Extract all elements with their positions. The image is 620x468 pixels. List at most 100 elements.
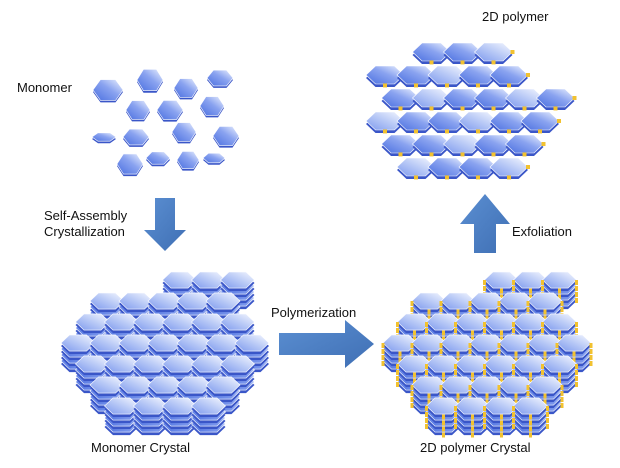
stack-layer — [440, 292, 476, 313]
crystal-stack — [512, 397, 549, 438]
crystal-stack — [162, 397, 197, 436]
crystal-stack — [483, 397, 520, 438]
stack-layer — [104, 355, 139, 376]
monomer-hexagon — [202, 152, 226, 165]
linker-node — [538, 129, 542, 134]
linker-node — [491, 152, 496, 157]
linker-node — [445, 83, 449, 88]
stack-layer — [118, 292, 154, 313]
polymer-hexagon — [365, 111, 405, 133]
stack-layer — [75, 355, 110, 376]
linker-node — [429, 60, 434, 65]
polymer-hexagon — [474, 88, 513, 110]
linker-node — [491, 60, 496, 65]
linker-node — [398, 152, 403, 157]
polymer-hexagon — [489, 111, 529, 133]
stack-layer — [191, 397, 226, 418]
stack-layer — [133, 313, 168, 334]
linker-node — [510, 50, 515, 54]
stack-layer — [191, 313, 226, 334]
stack-layer — [147, 376, 183, 397]
polymer-hexagon — [396, 65, 436, 87]
stack-layer — [205, 376, 241, 397]
polymer-hexagon — [489, 157, 529, 179]
linker-node — [429, 106, 434, 111]
polymer-hexagon — [505, 88, 544, 110]
linker-node — [507, 83, 511, 88]
monomer-crystal-label: Monomer Crystal — [91, 440, 190, 455]
linker-node — [445, 175, 449, 180]
linker-node — [414, 175, 418, 180]
stack-layer — [162, 313, 197, 334]
stack-layer — [104, 397, 139, 418]
stack-layer — [104, 313, 139, 334]
stack-layer — [205, 292, 241, 313]
polymer-hexagon — [412, 42, 451, 64]
polymer-hexagon — [458, 157, 498, 179]
stack-layer — [426, 355, 461, 376]
monomer-hexagon — [206, 69, 234, 88]
linker-node — [476, 175, 480, 180]
linker-node — [522, 152, 527, 157]
linker-node — [526, 165, 530, 169]
polymer-hexagon — [427, 65, 467, 87]
polymer-hexagon — [489, 65, 529, 87]
stack-layer — [133, 397, 168, 418]
stack-layer — [411, 292, 447, 313]
monomer-hexagon — [156, 100, 184, 122]
stack-layer — [440, 376, 476, 397]
linker-node — [414, 129, 418, 134]
monomer-hexagon — [171, 122, 197, 144]
polymer-hexagon — [443, 134, 482, 156]
stack-layer — [133, 355, 168, 376]
stack-layer — [498, 292, 534, 313]
stack-layer — [426, 397, 461, 418]
stack-layer — [162, 271, 197, 292]
stack-layer — [89, 334, 125, 355]
stack-layer — [89, 376, 125, 397]
stack-layer — [162, 355, 197, 376]
linker-node — [526, 73, 530, 77]
crystal-stack — [133, 397, 168, 436]
stack-layer — [397, 313, 432, 334]
stack-layer — [426, 313, 461, 334]
stack-layer — [469, 334, 505, 355]
monomer-hexagon — [92, 79, 124, 103]
linker-node — [460, 106, 465, 111]
linker-node — [507, 175, 511, 180]
stack-layer — [469, 376, 505, 397]
stack-layer — [147, 334, 183, 355]
polymer-hexagon — [458, 65, 498, 87]
polymer-hexagon — [427, 111, 467, 133]
stack-layer — [484, 313, 519, 334]
monomer-hexagon — [116, 153, 144, 177]
linker-node — [460, 60, 465, 65]
stack-layer — [220, 271, 255, 292]
process-arrows — [144, 194, 510, 368]
polymer-sheet — [365, 42, 577, 180]
polymer-hexagon — [458, 111, 498, 133]
linker-node — [383, 129, 387, 134]
polymer-hexagon — [443, 42, 482, 64]
linker-node — [491, 106, 496, 111]
polymer-hexagon — [396, 111, 436, 133]
crystal-stack — [454, 397, 491, 438]
polymer-label: 2D polymer — [482, 9, 549, 24]
self-assembly-label-line2: Crystallization — [44, 224, 125, 239]
arrow-up-icon — [460, 194, 510, 253]
linker-node — [553, 106, 558, 111]
linker-node — [445, 129, 449, 134]
linker-node — [522, 106, 527, 111]
polymerization-label: Polymerization — [271, 305, 357, 320]
stack-layer — [513, 313, 548, 334]
monomer-hexagon — [145, 151, 171, 167]
linker-node — [557, 119, 561, 123]
polymer-hexagon — [474, 42, 513, 64]
stack-layer — [513, 397, 548, 418]
stack-layer — [484, 271, 519, 292]
exfoliation-label: Exfoliation — [512, 224, 572, 239]
stack-layer — [191, 355, 226, 376]
stack-layer — [542, 313, 577, 334]
stack-layer — [382, 334, 418, 355]
